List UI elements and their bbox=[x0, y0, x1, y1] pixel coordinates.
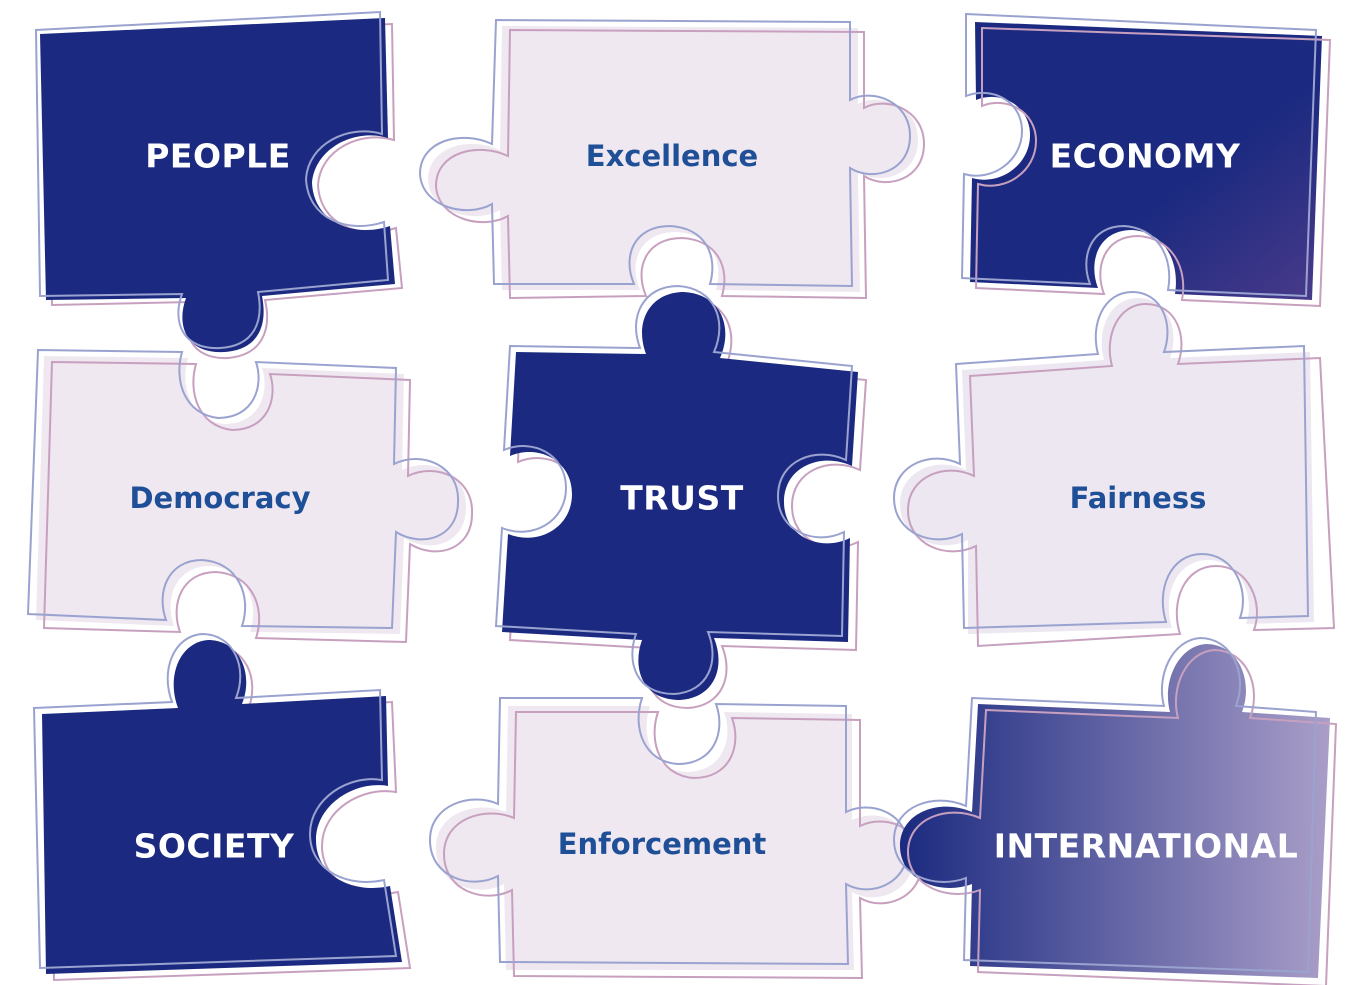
puzzle-piece-people: PEOPLE bbox=[34, 10, 404, 360]
piece-body bbox=[970, 22, 1322, 300]
piece-label: TRUST bbox=[620, 479, 744, 518]
puzzle-piece-fairness: Fairness bbox=[892, 290, 1336, 648]
puzzle-piece-enforcement: Enforcement bbox=[428, 697, 924, 980]
piece-outline-blue bbox=[34, 10, 390, 350]
puzzle-piece-international: INTERNATIONAL bbox=[892, 636, 1338, 985]
piece-label: Excellence bbox=[586, 139, 758, 173]
piece-label: SOCIETY bbox=[134, 827, 295, 866]
piece-body bbox=[428, 26, 918, 292]
piece-body bbox=[42, 640, 402, 974]
piece-outline-blue bbox=[892, 290, 1310, 630]
piece-outline-blue bbox=[26, 348, 460, 630]
piece-body bbox=[900, 644, 1330, 978]
piece-outline-pink bbox=[906, 648, 1338, 985]
puzzle-piece-trust: TRUST bbox=[494, 284, 868, 710]
piece-outline-blue bbox=[418, 18, 912, 288]
piece-outline-pink bbox=[42, 360, 474, 644]
piece-label: INTERNATIONAL bbox=[994, 827, 1298, 866]
piece-body bbox=[36, 356, 467, 634]
piece-body bbox=[40, 18, 395, 353]
piece-label: Fairness bbox=[1070, 481, 1207, 515]
puzzle-piece-economy: ECONOMY bbox=[960, 12, 1332, 308]
puzzle-piece-society: SOCIETY bbox=[32, 632, 412, 982]
piece-outline-blue bbox=[892, 636, 1318, 974]
piece-label: PEOPLE bbox=[145, 137, 291, 176]
puzzle-piece-excellence: Excellence bbox=[418, 18, 926, 300]
piece-outline-blue bbox=[494, 284, 854, 696]
piece-body bbox=[502, 292, 858, 700]
piece-outline-pink bbox=[974, 26, 1332, 308]
puzzle-piece-democracy: Democracy bbox=[26, 348, 474, 644]
piece-body bbox=[436, 706, 914, 970]
piece-label: Democracy bbox=[129, 481, 310, 515]
piece-outline-blue bbox=[960, 12, 1318, 298]
piece-label: Enforcement bbox=[558, 827, 767, 861]
piece-outline-pink bbox=[46, 22, 404, 360]
piece-outline-blue bbox=[32, 632, 398, 970]
piece-label: ECONOMY bbox=[1050, 137, 1241, 176]
piece-body bbox=[900, 298, 1314, 634]
piece-outline-pink bbox=[906, 302, 1336, 648]
piece-outline-pink bbox=[434, 28, 926, 300]
